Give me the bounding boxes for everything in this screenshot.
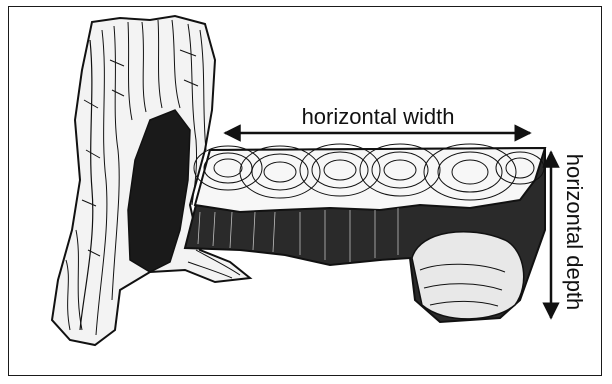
cut-log xyxy=(185,144,545,322)
depth-dimension: horizontal depth xyxy=(551,152,587,318)
depth-label: horizontal depth xyxy=(562,154,587,311)
width-label: horizontal width xyxy=(302,104,455,129)
width-dimension: horizontal width xyxy=(225,104,530,133)
